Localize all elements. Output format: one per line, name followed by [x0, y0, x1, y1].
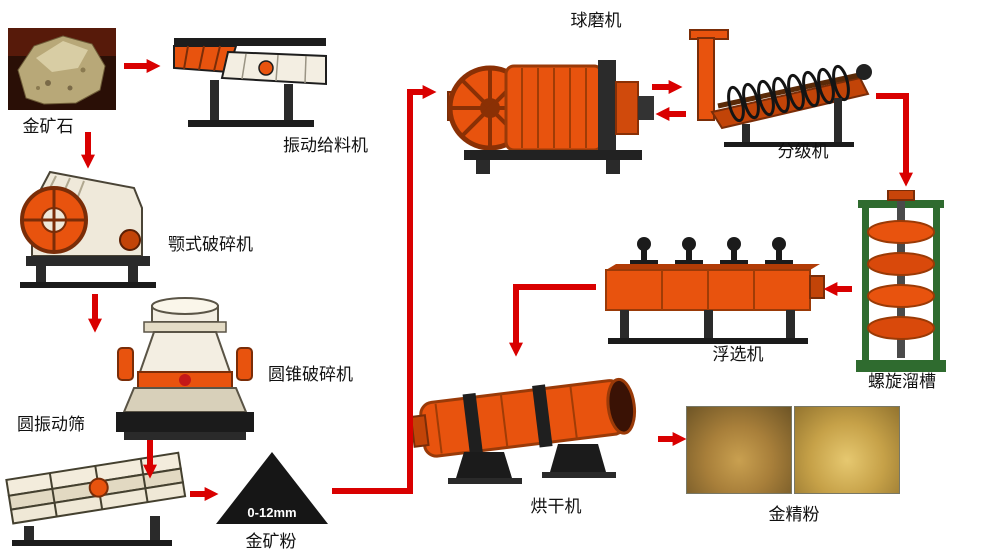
gold-concentrate-photo-right	[794, 406, 900, 494]
particle-size-label: 0-12mm	[247, 505, 297, 520]
label-gold-ore-powder: 金矿粉	[245, 532, 297, 551]
ball-mill-illustration	[446, 26, 658, 182]
spiral-chute-illustration	[854, 189, 948, 376]
label-classifier: 分级机	[777, 142, 829, 161]
flotation-machine-illustration	[592, 234, 826, 348]
vibrating-screen-illustration	[0, 444, 194, 548]
label-spiral-chute: 螺旋溜槽	[868, 372, 936, 391]
arrow-classifier-to-chute	[876, 93, 913, 187]
triangle-icon	[216, 452, 328, 524]
gold-concentrate-photos	[686, 406, 900, 494]
label-gold-concentrate: 金精粉	[768, 505, 820, 524]
label-vibrating-screen: 圆振动筛	[17, 415, 85, 434]
gold-concentrate-photo-left	[686, 406, 792, 494]
label-ball-mill: 球磨机	[570, 11, 622, 30]
label-cone-crusher: 圆锥破碎机	[268, 365, 353, 384]
gold-ore-photo	[8, 28, 116, 110]
particle-size-triangle: 0-12mm	[216, 452, 328, 528]
label-vibrating-feeder: 振动给料机	[283, 136, 368, 155]
vibrating-feeder-illustration	[158, 26, 340, 136]
arrow-flotation-to-dryer	[509, 284, 596, 357]
gold-ore-rock-icon	[8, 28, 116, 110]
label-dryer: 烘干机	[530, 497, 582, 516]
cone-crusher-illustration	[110, 292, 260, 447]
classifier-illustration	[684, 24, 876, 148]
label-gold-ore: 金矿石	[22, 117, 74, 136]
jaw-crusher-illustration	[12, 158, 162, 292]
label-jaw-crusher: 颚式破碎机	[168, 235, 253, 254]
dryer-illustration	[408, 358, 660, 488]
label-flotation-machine: 浮选机	[712, 345, 764, 364]
